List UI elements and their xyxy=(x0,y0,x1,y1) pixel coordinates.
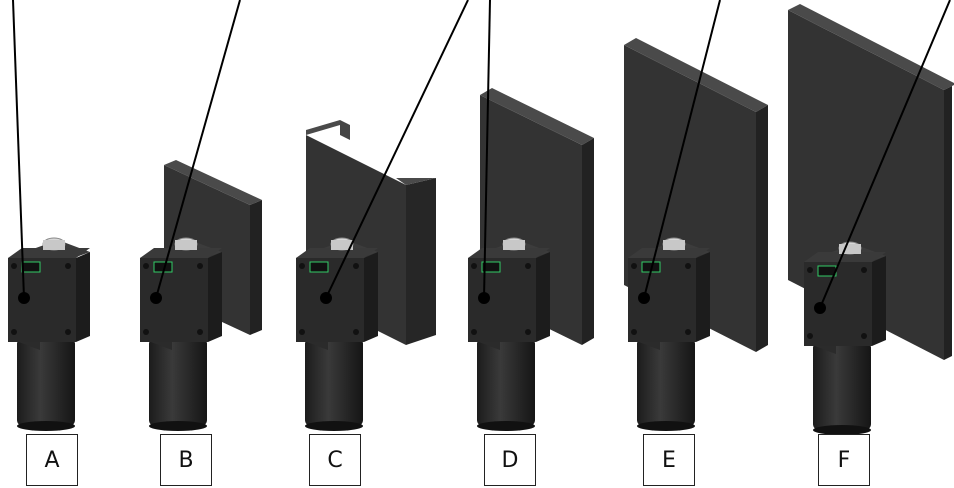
camera-f xyxy=(804,241,886,435)
screw xyxy=(685,263,691,269)
leader-dots xyxy=(18,292,826,314)
body-face xyxy=(804,262,872,346)
body-top-face xyxy=(468,248,550,258)
body-top-face xyxy=(296,248,378,258)
connector-body xyxy=(503,240,525,250)
screw xyxy=(807,333,813,339)
leader-dot-d xyxy=(478,292,490,304)
body-side xyxy=(364,252,378,342)
body-top-face xyxy=(804,252,886,262)
connector-body xyxy=(839,244,861,254)
body-top-face xyxy=(140,248,222,258)
label-d: D xyxy=(484,434,536,486)
port xyxy=(309,261,329,273)
port xyxy=(481,261,501,273)
screw xyxy=(11,263,17,269)
lens-bottom xyxy=(477,421,535,431)
screw xyxy=(65,263,71,269)
camera-e xyxy=(628,237,710,431)
label-c: C xyxy=(309,434,361,486)
body-side xyxy=(536,252,550,342)
leader-line-c1 xyxy=(325,0,469,299)
leader-line-a xyxy=(12,0,25,299)
body-side xyxy=(696,252,710,342)
leader-dot-c xyxy=(320,292,332,304)
leader-dot-a xyxy=(18,292,30,304)
screw xyxy=(65,329,71,335)
body-face xyxy=(468,258,536,342)
screw xyxy=(11,329,17,335)
screw xyxy=(807,267,813,273)
leader-line-e xyxy=(643,0,721,299)
lens-bottom xyxy=(813,425,871,435)
screw xyxy=(631,263,637,269)
port xyxy=(21,261,41,273)
lens-barrel xyxy=(477,338,535,426)
screw xyxy=(525,329,531,335)
label-f: F xyxy=(818,434,870,486)
body-face xyxy=(140,258,208,342)
lens-barrel xyxy=(813,342,871,430)
body-face xyxy=(8,258,76,342)
leader-dot-e xyxy=(638,292,650,304)
lens-barrel xyxy=(637,338,695,426)
screw xyxy=(353,263,359,269)
screw xyxy=(197,263,203,269)
body-side xyxy=(872,256,886,346)
lens-bottom xyxy=(149,421,207,431)
leader-dot-f xyxy=(814,302,826,314)
screw xyxy=(861,267,867,273)
screw xyxy=(143,263,149,269)
screw xyxy=(631,329,637,335)
connector-body xyxy=(331,240,353,250)
connector-body xyxy=(663,240,685,250)
screw xyxy=(299,329,305,335)
screw xyxy=(353,329,359,335)
lens-bottom xyxy=(637,421,695,431)
camera-c xyxy=(296,237,378,431)
camera-d xyxy=(468,237,550,431)
lens-barrel xyxy=(305,338,363,426)
leader-line-f xyxy=(819,0,951,309)
label-e: E xyxy=(643,434,695,486)
screw xyxy=(143,329,149,335)
label-b: B xyxy=(160,434,212,486)
camera-a xyxy=(8,237,90,431)
leader-dot-b xyxy=(150,292,162,304)
screw xyxy=(685,329,691,335)
screw xyxy=(471,263,477,269)
screw xyxy=(299,263,305,269)
body-top-face xyxy=(628,248,710,258)
body-top-face xyxy=(8,248,90,258)
connector-body xyxy=(175,240,197,250)
screw xyxy=(471,329,477,335)
body-face xyxy=(628,258,696,342)
leader-line-b xyxy=(155,0,241,299)
screw xyxy=(861,333,867,339)
lens-bottom xyxy=(305,421,363,431)
screw xyxy=(197,329,203,335)
connector-body xyxy=(43,240,65,250)
leader-lines xyxy=(12,0,951,309)
label-a: A xyxy=(26,434,78,486)
leader-line-c2 xyxy=(483,0,491,299)
camera-b xyxy=(140,237,222,431)
lens-barrel xyxy=(149,338,207,426)
body-side xyxy=(208,252,222,342)
screw xyxy=(525,263,531,269)
lens-barrel xyxy=(17,338,75,426)
body-side xyxy=(76,252,90,342)
lens-bottom xyxy=(17,421,75,431)
